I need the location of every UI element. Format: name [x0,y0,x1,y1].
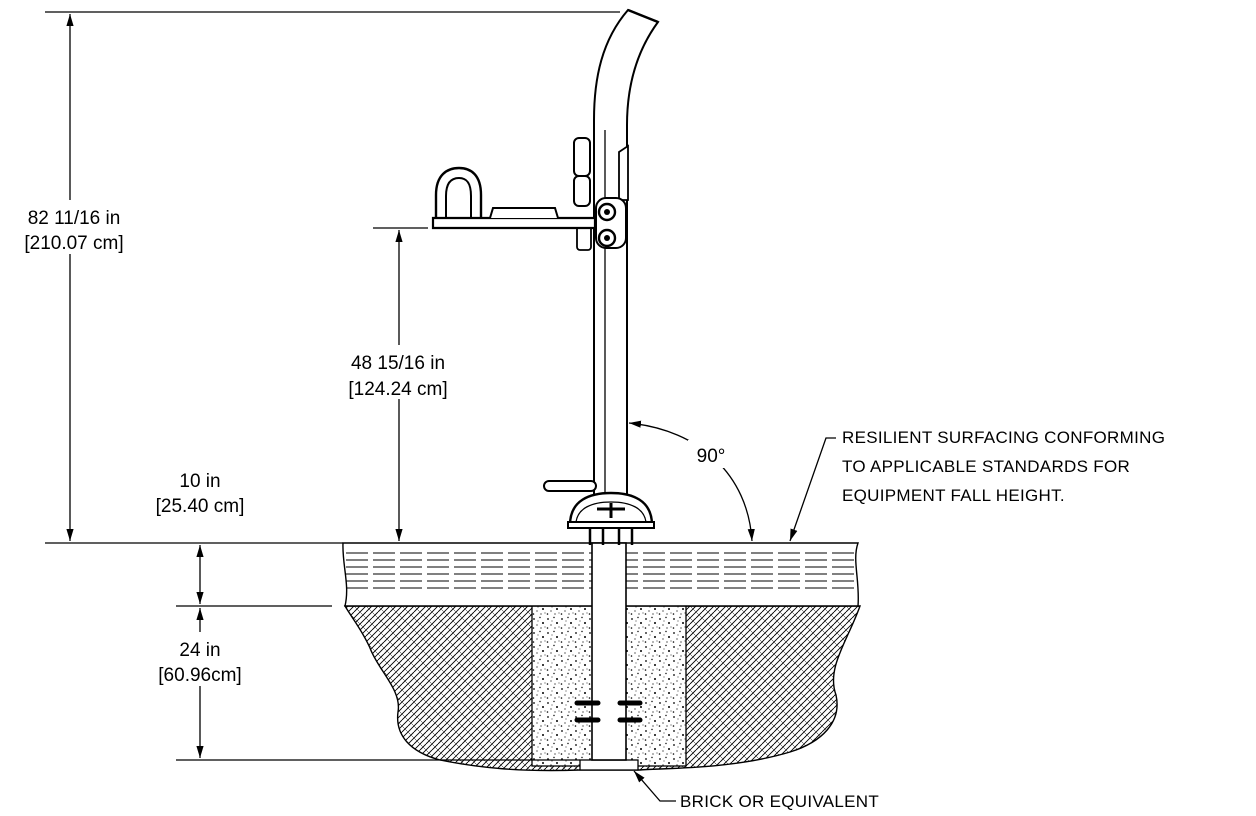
overall-height-metric: [210.07 cm] [24,233,123,254]
post-embedded [591,542,627,761]
footing-depth-metric: [60.96cm] [158,665,241,686]
brick-note: BRICK OR EQUIVALENT [680,792,879,811]
surfacing-note-line1: RESILIENT SURFACING CONFORMING [842,428,1165,447]
surfacing-note-line3: EQUIPMENT FALL HEIGHT. [842,486,1065,505]
surfacing-leader [789,437,836,542]
surfacing-depth-metric: [25.40 cm] [156,496,245,517]
platform-height-metric: [124.24 cm] [348,379,447,400]
step-platform [431,166,597,230]
footing-depth-label: 24 in [179,640,220,661]
brick-leader [633,770,676,802]
angle-label: 90° [697,446,726,467]
surfacing-note-line2: TO APPLICABLE STANDARDS FOR [842,457,1130,476]
surfacing-depth-label: 10 in [179,471,220,492]
post-above [593,8,660,506]
overall-height-label: 82 11/16 in [28,208,121,229]
brick [579,759,639,771]
platform-height-label: 48 15/16 in [351,353,445,374]
anchor-rods [574,700,643,723]
foot-peg [543,480,597,492]
